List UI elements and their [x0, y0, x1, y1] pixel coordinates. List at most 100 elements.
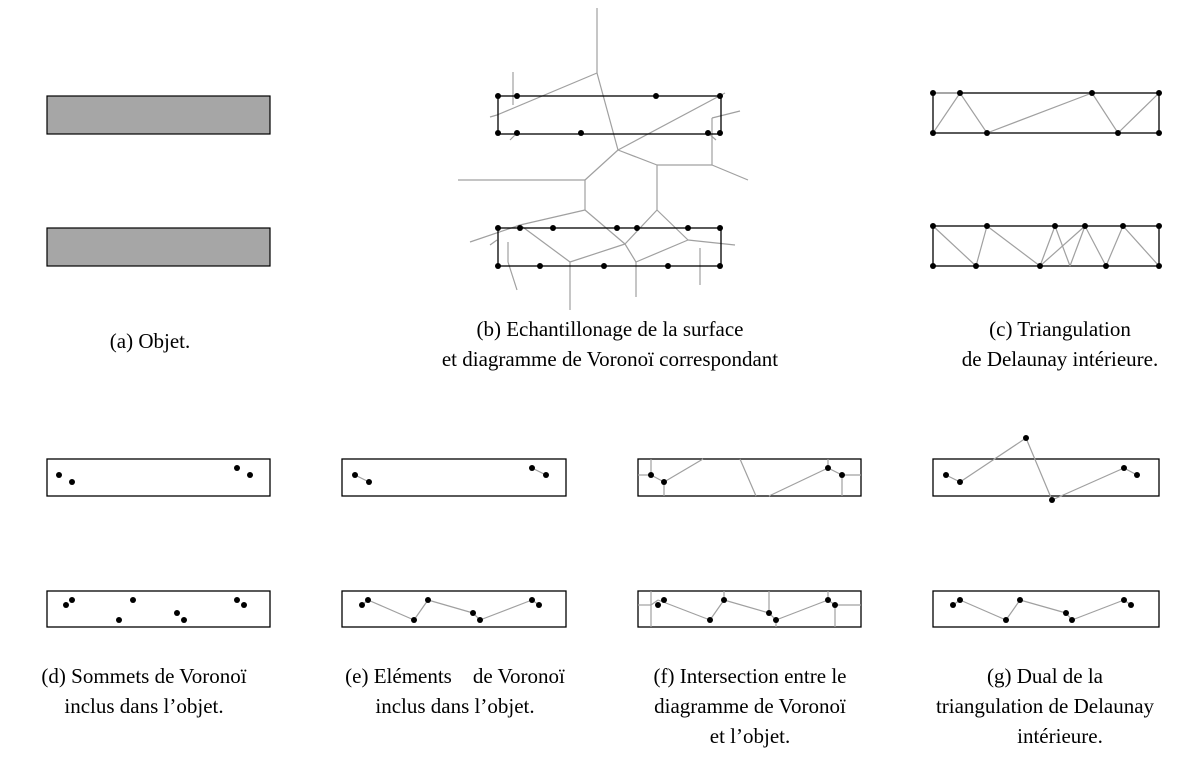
sample-point	[425, 597, 431, 603]
sample-point	[234, 465, 240, 471]
sample-point	[1115, 130, 1121, 136]
edge-line	[975, 225, 988, 267]
sample-point	[529, 465, 535, 471]
sample-point	[1134, 472, 1140, 478]
edge-line	[1084, 225, 1107, 267]
edge-line	[1071, 599, 1125, 621]
edge-line	[650, 599, 659, 606]
sample-point	[825, 465, 831, 471]
edge-line	[1091, 92, 1119, 134]
sample-point	[766, 610, 772, 616]
sample-point	[685, 225, 691, 231]
edge-line	[723, 599, 770, 614]
caption-b-line-1: (b) Echantillonage de la surface	[476, 317, 744, 341]
sample-point	[1069, 617, 1075, 623]
sample-point	[1103, 263, 1109, 269]
sample-point	[1082, 223, 1088, 229]
sample-points	[495, 93, 723, 269]
panel-e-elements	[341, 458, 567, 628]
panel-b-voronoi	[458, 8, 749, 310]
caption-g-line-2: triangulation de Delaunay	[935, 694, 1155, 718]
sample-point	[839, 472, 845, 478]
caption-c-line-2: de Delaunay intérieure.	[961, 347, 1159, 371]
sample-point	[550, 225, 556, 231]
sample-point	[1089, 90, 1095, 96]
caption-f-line-2: diagramme de Voronoï	[654, 694, 846, 718]
sample-point	[359, 602, 365, 608]
sample-point	[930, 130, 936, 136]
edge-line	[959, 92, 988, 134]
sample-point	[930, 223, 936, 229]
edge-line	[507, 261, 518, 291]
edge-line	[617, 149, 658, 166]
edge-line	[775, 599, 829, 621]
sample-point	[411, 617, 417, 623]
sample-point	[365, 597, 371, 603]
edge-line	[519, 224, 571, 263]
caption-g: (g) Dual de la triangulation de Delaunay…	[905, 661, 1185, 751]
edge-line	[932, 225, 977, 267]
edge-line	[367, 599, 415, 621]
edge-line	[489, 239, 498, 246]
voronoi-edges	[458, 8, 749, 310]
sample-point	[529, 597, 535, 603]
caption-e-line-2: inclus dans l’objet.	[375, 694, 535, 718]
edge-line	[624, 243, 637, 263]
sample-point	[477, 617, 483, 623]
sample-point	[514, 93, 520, 99]
sample-point	[241, 602, 247, 608]
caption-d-line-2: inclus dans l’objet.	[64, 694, 224, 718]
sample-point	[930, 90, 936, 96]
edge-line	[986, 225, 1041, 267]
edge-line	[1069, 225, 1086, 267]
edge-line	[711, 164, 749, 181]
edge-line	[1039, 225, 1056, 267]
sample-point	[537, 263, 543, 269]
sample-point	[957, 597, 963, 603]
edge-line	[986, 92, 1093, 134]
edge-line	[768, 467, 829, 497]
sample-point	[1156, 223, 1162, 229]
sample-point	[773, 617, 779, 623]
sample-point	[1156, 130, 1162, 136]
sample-point	[130, 597, 136, 603]
edge-line	[413, 599, 429, 621]
caption-c-line-1: (c) Triangulation	[989, 317, 1131, 341]
sample-point	[1121, 465, 1127, 471]
object-bar-top	[46, 95, 271, 135]
edge-line	[1105, 225, 1124, 267]
edge-line	[709, 599, 725, 621]
sample-point	[717, 225, 723, 231]
sample-point	[181, 617, 187, 623]
panel-a-object	[46, 95, 271, 267]
caption-b: (b) Echantillonage de la surface et diag…	[385, 314, 835, 374]
sample-point	[514, 130, 520, 136]
sample-point	[717, 130, 723, 136]
sample-point	[543, 472, 549, 478]
sample-point	[705, 130, 711, 136]
sample-point	[174, 610, 180, 616]
sample-point	[984, 130, 990, 136]
panel-d-vertices	[46, 458, 271, 628]
sample-point	[69, 597, 75, 603]
sample-point	[661, 479, 667, 485]
edge-line	[584, 149, 619, 181]
sample-point	[943, 472, 949, 478]
sample-point	[1121, 597, 1127, 603]
sample-point	[495, 93, 501, 99]
sample-point	[1063, 610, 1069, 616]
sample-point	[957, 90, 963, 96]
sample-point	[1120, 223, 1126, 229]
sample-point	[950, 602, 956, 608]
edge-line	[1117, 92, 1160, 134]
sample-point	[707, 617, 713, 623]
caption-a: (a) Objet.	[40, 326, 260, 356]
sample-point	[1023, 435, 1029, 441]
edge-line	[959, 599, 1007, 621]
sample-point	[717, 263, 723, 269]
edge-line	[479, 599, 533, 621]
sample-point	[247, 472, 253, 478]
edge-line	[932, 92, 961, 134]
sample-point	[116, 617, 122, 623]
sample-point	[930, 263, 936, 269]
